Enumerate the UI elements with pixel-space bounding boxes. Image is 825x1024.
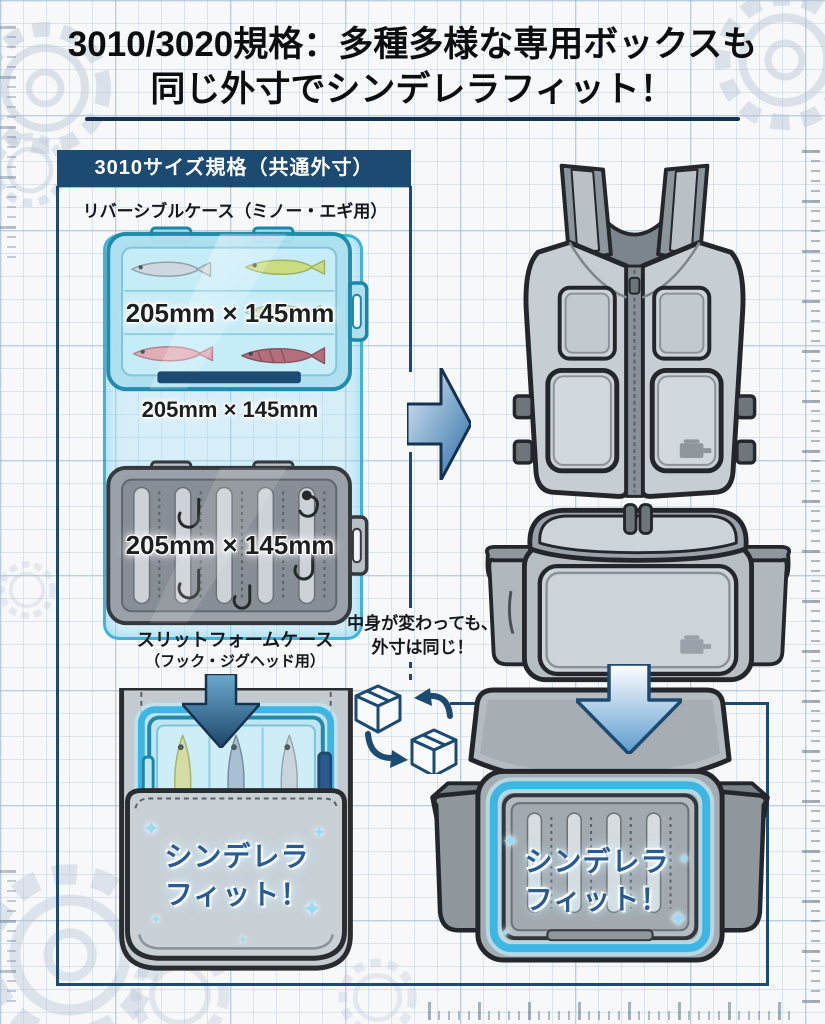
- sparkle-icon: ✦: [500, 925, 511, 940]
- fit-right-line1: シンデレラ: [524, 846, 670, 877]
- sparkle-icon: ✦: [678, 851, 691, 868]
- frame-border-right: [766, 702, 769, 986]
- down-arrow-icon: [576, 664, 682, 754]
- title-underline: [85, 117, 740, 121]
- swap-boxes-icon: [354, 684, 458, 774]
- contents-note-line2: 外寸は同じ！: [371, 638, 474, 657]
- fit-left-line1: シンデレラ: [164, 841, 310, 872]
- fit-left-line2: フィット！: [164, 879, 310, 910]
- contents-note: 中身が変わっても、 外寸は同じ！: [330, 612, 515, 660]
- ruler: [0, 870, 16, 1010]
- down-arrow-icon: [182, 674, 260, 748]
- cinderella-fit-label-left: シンデレラ フィット！: [128, 838, 346, 914]
- page-title-line2: 同じ外寸でシンデレラフィット！: [150, 70, 675, 109]
- fit-right-line2: フィット！: [524, 884, 670, 915]
- tackle-bag-illustration: [484, 503, 792, 683]
- right-arrow-icon: [407, 368, 471, 480]
- gear-icon: [0, 561, 56, 619]
- connector-vertical: [409, 452, 412, 608]
- dimension-label-case1: 205mm × 145mm: [125, 298, 335, 328]
- gear-icon: [0, 22, 111, 154]
- sparkle-icon: ✦: [302, 896, 323, 923]
- slit-foam-case-illustration: [106, 460, 369, 626]
- reversible-case-label: リバーシブルケース（ミノー・エギ用）: [82, 202, 388, 221]
- open-bag-closeup-illustration: [430, 687, 770, 963]
- ruler: [0, 26, 16, 266]
- slit-foam-case-label-line1: スリットフォームケース: [136, 630, 334, 650]
- sparkle-icon: ✦: [150, 911, 162, 927]
- ruler: [800, 150, 820, 1008]
- contents-note-line1: 中身が変わっても、: [347, 614, 498, 633]
- dimension-label-shared: 205mm × 145mm: [141, 397, 319, 422]
- slit-foam-case-label-line2: （フック・ジグヘッド用）: [145, 653, 325, 670]
- page-title-line1: 3010/3020規格：多種多様な専用ボックスも: [67, 25, 758, 64]
- connector-dashed: [409, 662, 412, 680]
- cinderella-fit-label-right: シンデレラ フィット！: [487, 843, 707, 919]
- page-title: 3010/3020規格：多種多様な専用ボックスも 同じ外寸でシンデレラフィット！: [30, 22, 795, 112]
- dimension-label-case2: 205mm × 145mm: [125, 530, 335, 560]
- frame-border-bottom: [56, 983, 769, 986]
- sparkle-icon: ✦: [668, 906, 689, 933]
- sparkle-icon: ✦: [312, 823, 327, 842]
- sparkle-icon: ✦: [142, 816, 161, 841]
- panel-border-right: [409, 186, 412, 372]
- ruler: [428, 1002, 793, 1020]
- gear-icon: [338, 958, 417, 1024]
- fishing-vest-illustration: [512, 163, 757, 499]
- sparkle-icon: ✦: [502, 831, 519, 853]
- reversible-case-illustration: [106, 226, 369, 392]
- sparkle-icon: ✦: [238, 933, 249, 947]
- gear-icon: [714, 0, 825, 131]
- panel-border-left: [56, 186, 59, 984]
- panel-header: 3010サイズ規格（共通外寸）: [57, 150, 411, 187]
